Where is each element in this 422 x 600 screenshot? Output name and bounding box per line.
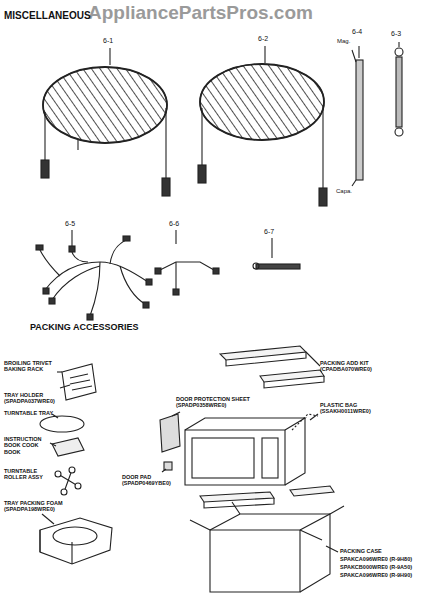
- wire-part: [253, 238, 300, 269]
- wire-harness: [36, 230, 152, 320]
- part-label: BROILING TRIVET BAKING RACK: [4, 360, 56, 373]
- callout-number: 6-3: [391, 30, 401, 38]
- tray-packing-foam: [40, 514, 112, 564]
- watermark: AppliancePartsPros.com: [88, 2, 338, 24]
- part-label: DOOR PAD (SPADP0469YBE0): [122, 474, 172, 487]
- part-label: PACKING CASE: [340, 548, 382, 554]
- section-heading: MISCELLANEOUS: [4, 10, 91, 22]
- part-label: TURNTABLE TRAY: [4, 410, 54, 416]
- callout-number: 6-2: [258, 35, 268, 43]
- packing-case: [190, 502, 344, 592]
- part-label: SPAKCA096WRE0 (R-9H90): [340, 572, 412, 578]
- part-label: TRAY HOLDER (SPADPA037WRE0): [4, 392, 60, 405]
- part-label: SPAKCB000WRE0 (R-9A50): [340, 564, 412, 570]
- door-pad: [164, 462, 172, 470]
- turntable-roller: [55, 467, 81, 495]
- callout-number: 6-5: [65, 220, 75, 228]
- instruction-book: [52, 438, 84, 456]
- callout-number: 6-1: [103, 37, 113, 45]
- part-label: PACKING ADD KIT (CPADBA070WRE0): [320, 360, 380, 373]
- part-note: Capa.: [336, 188, 352, 195]
- part-label: DOOR PROTECTION SHEET (SPADP0358WRE0): [176, 396, 266, 409]
- callout-number: 6-6: [169, 220, 179, 228]
- section-heading: PACKING ACCESSORIES: [30, 322, 139, 332]
- part-note: Mag.: [337, 38, 350, 45]
- callout-number: 6-4: [352, 28, 362, 36]
- part-label: SPAKCA096WRE0 (R-9H80): [340, 556, 412, 562]
- part-label: INSTRUCTION BOOK COOK BOOK: [4, 436, 50, 455]
- packing-foam: [200, 346, 334, 508]
- part-label: PLASTIC BAG (SSAKH0011WRE0): [320, 402, 380, 415]
- rack: [41, 48, 170, 196]
- door-protection-sheet: [160, 414, 180, 452]
- callout-number: 6-7: [264, 228, 274, 236]
- wire-harness: [155, 230, 219, 295]
- turntable-tray: [40, 416, 84, 432]
- rod-part: [352, 46, 363, 186]
- tray-holder: [57, 364, 96, 400]
- rod-part: [395, 42, 403, 136]
- part-label: TRAY PACKING FOAM (SPADPA198WRE0): [4, 500, 64, 513]
- part-label: TURNTABLE ROLLER ASSY: [4, 468, 54, 481]
- oven-body: [185, 418, 305, 485]
- rack: [198, 46, 327, 206]
